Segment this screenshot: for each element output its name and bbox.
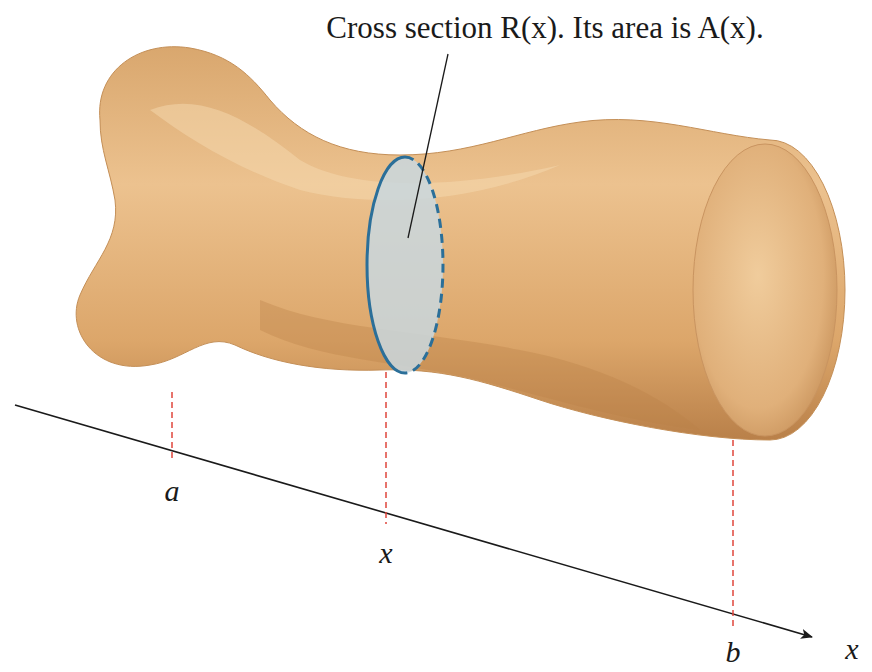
shading: [260, 300, 700, 430]
point-label: a: [165, 474, 180, 507]
point-label: b: [726, 635, 741, 668]
caption-label: Cross section R(x). Its area is A(x).: [326, 11, 763, 45]
solid-body: [76, 47, 845, 440]
point-label: x: [379, 536, 392, 569]
cross-section-back: [405, 157, 443, 373]
x-axis: [15, 405, 812, 637]
leader-line: [408, 54, 448, 238]
cross-section: [367, 157, 443, 373]
highlight: [150, 104, 560, 201]
projection-line: [732, 440, 734, 626]
axis-label: x: [845, 632, 858, 665]
projection-line: [385, 372, 387, 524]
projection-line: [171, 392, 173, 462]
cross-section-front: [367, 157, 405, 373]
end-face: [693, 144, 837, 436]
